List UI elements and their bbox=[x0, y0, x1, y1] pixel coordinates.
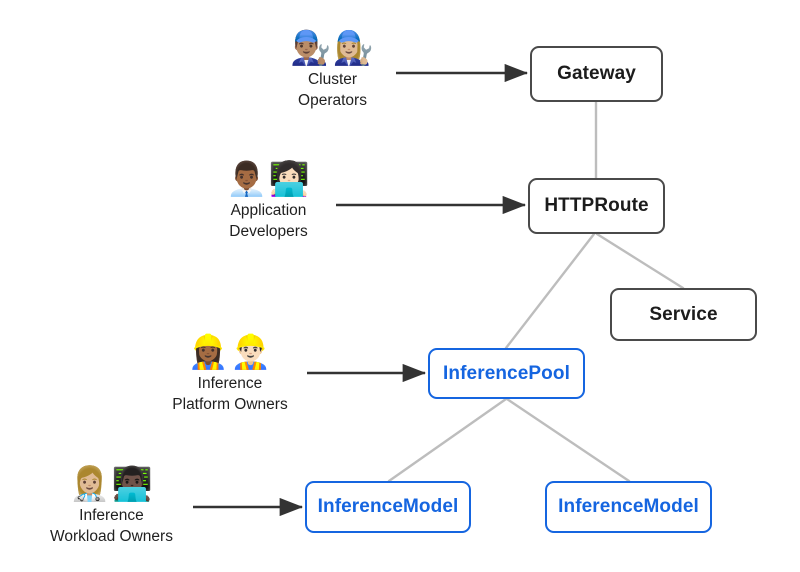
connector-inferencepool-to-model-1 bbox=[387, 397, 508, 483]
node-service-label: Service bbox=[649, 303, 718, 325]
inference-platform-owners-label: Inference Platform Owners bbox=[172, 374, 288, 413]
node-inferencemodel-1[interactable]: InferenceModel bbox=[305, 481, 471, 533]
application-developers-label: Application Developers bbox=[229, 201, 308, 240]
node-inferencemodel-2-label: InferenceModel bbox=[558, 496, 699, 517]
node-gateway[interactable]: Gateway bbox=[530, 46, 663, 102]
connector-httproute-to-inferencepool bbox=[504, 232, 596, 350]
cluster-operators-label: Cluster Operators bbox=[298, 70, 367, 109]
node-inferencemodel-2[interactable]: InferenceModel bbox=[545, 481, 712, 533]
connector-httproute-to-service bbox=[595, 232, 685, 290]
actor-inference-platform-owners: 👷🏾‍♀️👷🏻‍♂️ Inference Platform Owners bbox=[165, 332, 295, 415]
connector-inferencepool-to-model-2 bbox=[505, 397, 631, 483]
node-service[interactable]: Service bbox=[610, 288, 757, 341]
node-gateway-label: Gateway bbox=[557, 63, 636, 84]
node-inferencepool-label: InferencePool bbox=[443, 362, 570, 384]
inference-workload-owners-label: Inference Workload Owners bbox=[50, 506, 173, 545]
node-httproute[interactable]: HTTPRoute bbox=[528, 178, 665, 234]
inference-workload-owners-emoji: 👩🏼‍⚕️👨🏿‍💻 bbox=[69, 464, 154, 503]
application-developers-emoji: 👨🏾‍💼👩🏻‍💻 bbox=[226, 159, 311, 198]
persona-arrows bbox=[193, 63, 529, 517]
actor-inference-workload-owners: 👩🏼‍⚕️👨🏿‍💻 Inference Workload Owners bbox=[44, 464, 179, 547]
actor-cluster-operators: 👨🏽‍🔧👩🏼‍🔧 Cluster Operators bbox=[270, 28, 395, 111]
node-inferencepool[interactable]: InferencePool bbox=[428, 348, 585, 399]
inference-platform-owners-emoji: 👷🏾‍♀️👷🏻‍♂️ bbox=[187, 332, 273, 371]
actor-application-developers: 👨🏾‍💼👩🏻‍💻 Application Developers bbox=[206, 159, 331, 242]
cluster-operators-emoji: 👨🏽‍🔧👩🏼‍🔧 bbox=[290, 28, 375, 67]
node-httproute-label: HTTPRoute bbox=[544, 195, 649, 216]
node-inferencemodel-1-label: InferenceModel bbox=[317, 496, 459, 517]
